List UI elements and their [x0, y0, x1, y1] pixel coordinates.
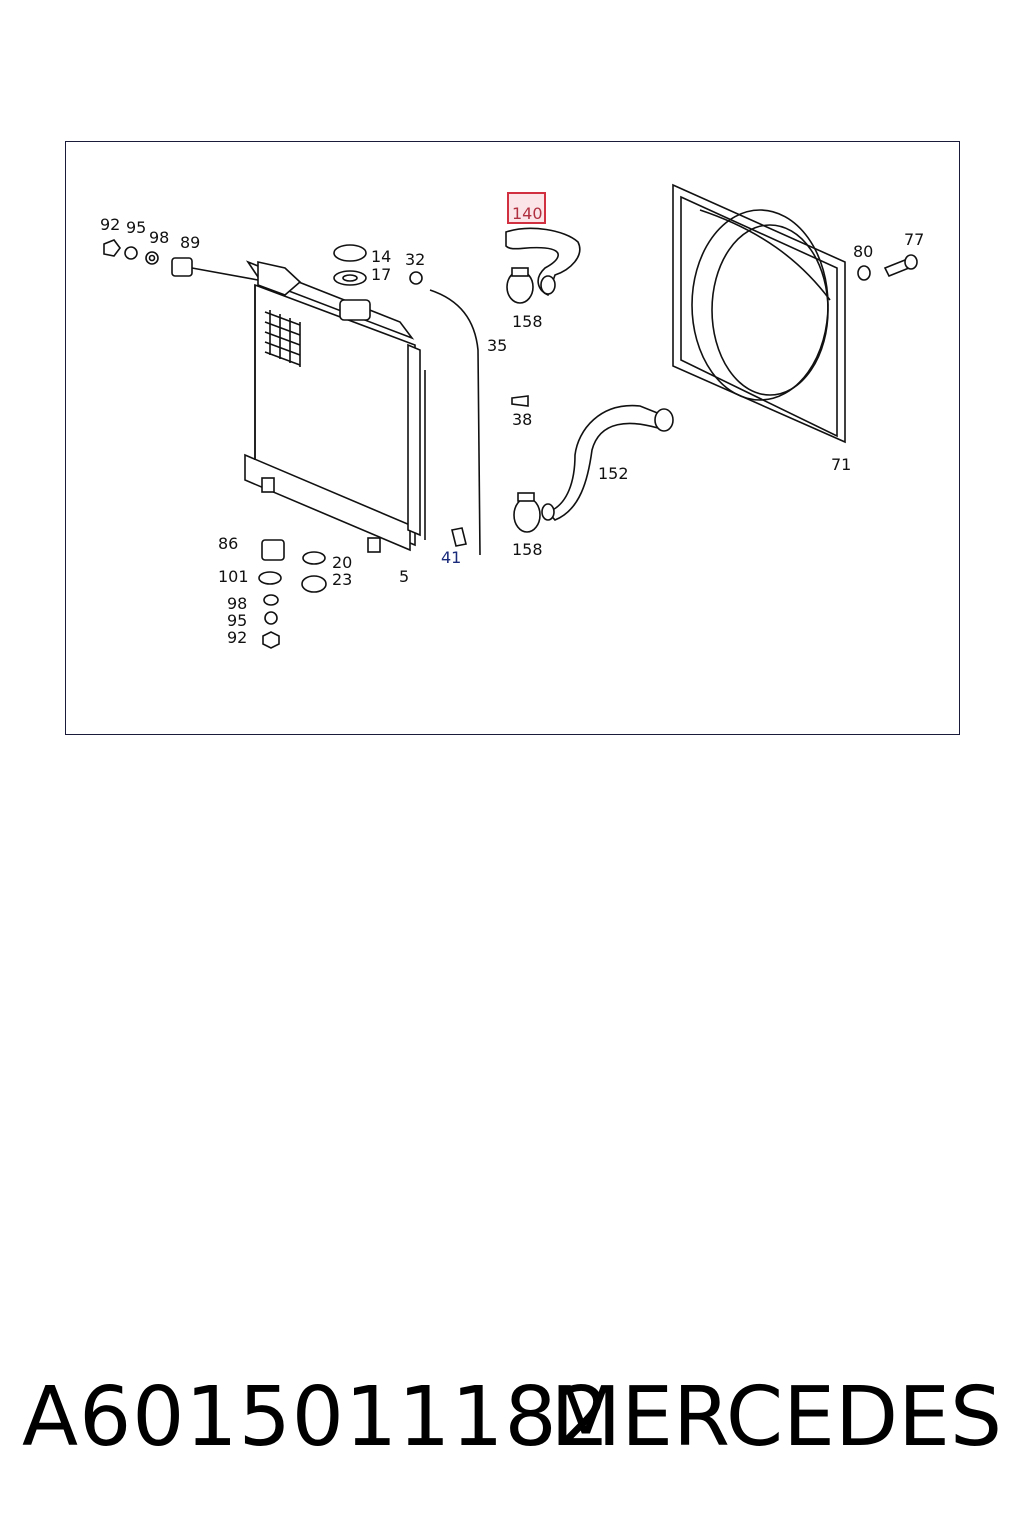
label-98-bottom: 98 [227, 594, 247, 613]
label-92-top: 92 [100, 215, 120, 234]
label-86: 86 [218, 534, 238, 553]
label-17: 17 [371, 265, 391, 284]
shroud-screw [857, 254, 918, 281]
clip-41 [451, 527, 467, 547]
label-80: 80 [853, 242, 873, 261]
label-158-bottom: 158 [512, 540, 543, 559]
label-35: 35 [487, 336, 507, 355]
label-101: 101 [218, 567, 249, 586]
label-5: 5 [399, 567, 409, 586]
fan-shroud [672, 183, 846, 444]
brand-name: MERCEDES [550, 1370, 1002, 1465]
lower-hose [541, 404, 674, 521]
label-95-top: 95 [126, 218, 146, 237]
clip-38 [511, 395, 529, 407]
filler-cap [333, 244, 367, 286]
label-41: 41 [441, 548, 461, 567]
label-98-top: 98 [149, 228, 169, 247]
label-32: 32 [405, 250, 425, 269]
bolt-stack-top [103, 239, 259, 281]
mount-stack-lower-left [258, 539, 285, 649]
hose-clamp-top [506, 267, 534, 304]
label-71: 71 [831, 455, 851, 474]
label-89: 89 [180, 233, 200, 252]
footer: A6015011182 MERCEDES [0, 1370, 1024, 1470]
label-14: 14 [371, 247, 391, 266]
label-77: 77 [904, 230, 924, 249]
radiator [244, 260, 426, 553]
highlight-box[interactable] [507, 192, 546, 224]
upper-hose [505, 227, 581, 297]
overflow-hose [409, 271, 481, 556]
label-152: 152 [598, 464, 629, 483]
label-140[interactable]: 140 [512, 204, 543, 223]
hose-clamp-bottom [513, 492, 541, 533]
label-92-bottom: 92 [227, 628, 247, 647]
mount-washers [301, 551, 327, 593]
parts-diagram: 92 95 98 89 14 17 32 35 140 158 38 152 1… [100, 183, 924, 649]
label-23: 23 [332, 570, 352, 589]
label-20: 20 [332, 553, 352, 572]
label-95-bottom: 95 [227, 611, 247, 630]
part-number: A6015011182 [22, 1370, 611, 1465]
label-38: 38 [512, 410, 532, 429]
label-158-top: 158 [512, 312, 543, 331]
